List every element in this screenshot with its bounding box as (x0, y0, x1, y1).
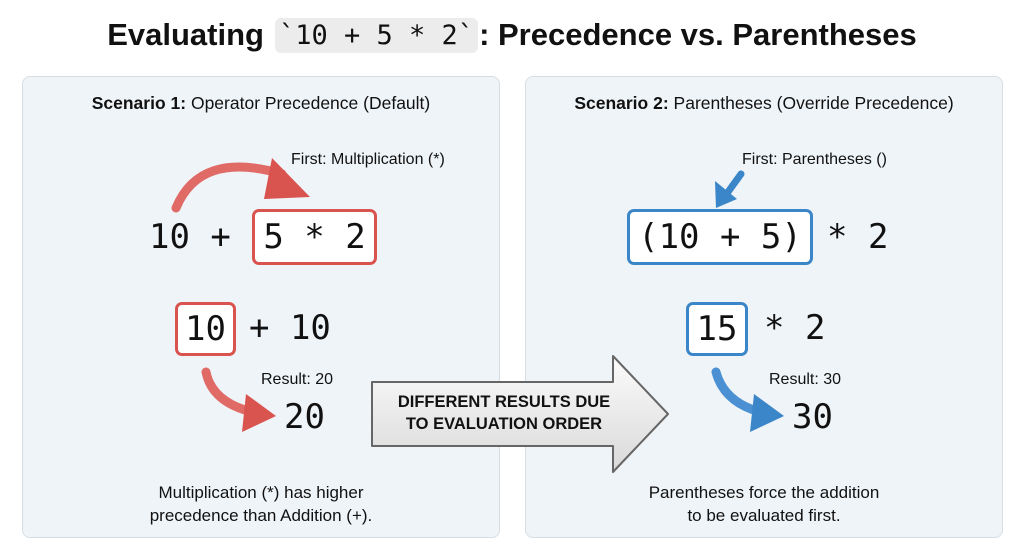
scenario1-description: Multiplication (*) has higher precedence… (23, 481, 499, 527)
scenario1-description-line2: precedence than Addition (+). (149, 506, 373, 525)
central-banner-arrow-icon (371, 355, 669, 473)
scenario2-result-label: Result: 30 (769, 371, 842, 388)
scenario2-description-line1: Parentheses force the addition (648, 483, 880, 502)
scenario2-heading: Scenario 2: Parentheses (Override Preced… (526, 93, 1002, 114)
scenario1-heading-bold: Scenario 1: (91, 93, 187, 113)
scenario1-step-plain: + 10 (249, 308, 331, 348)
scenario2-step-box: 15 (686, 302, 748, 356)
title-prefix: Evaluating (107, 17, 264, 52)
scenario2-step-plain: * 2 (764, 308, 826, 348)
scenario1-expression-plain: 10 + (149, 217, 231, 257)
scenario2-down-arrow-icon (711, 367, 784, 432)
scenario2-pointer-arrow-icon (715, 170, 745, 208)
scenario1-down-arrow-icon (201, 367, 276, 432)
scenario2-heading-bold: Scenario 2: (574, 93, 669, 113)
scenario2-description: Parentheses force the addition to be eva… (526, 481, 1002, 527)
scenario1-first-note: First: Multiplication (*) (291, 151, 445, 168)
scenario1-result-value: 20 (284, 397, 325, 437)
banner-line2: TO EVALUATION ORDER (405, 415, 603, 433)
scenario1-step-boxed: 10 (185, 309, 226, 349)
scenario2-first-note: First: Parentheses () (742, 151, 887, 168)
scenario1-expression-boxed: 5 * 2 (263, 217, 366, 257)
title-suffix: : Precedence vs. Parentheses (479, 17, 917, 52)
scenario1-panel: Scenario 1: Operator Precedence (Default… (22, 76, 500, 538)
scenario1-curve-arrow-icon (171, 158, 310, 213)
title-code: `10 + 5 * 2` (274, 17, 479, 53)
scenario1-heading-rest: Operator Precedence (Default) (186, 93, 431, 113)
scenario2-expression-boxed: (10 + 5) (638, 217, 802, 257)
scenario1-result-label: Result: 20 (261, 371, 334, 388)
page-title: Evaluating `10 + 5 * 2` : Precedence vs.… (0, 12, 1024, 58)
scenario1-step-box: 10 (175, 302, 236, 356)
scenario1-description-line1: Multiplication (*) has higher (158, 483, 364, 502)
scenario2-expression-plain: * 2 (827, 217, 889, 257)
scenario1-heading: Scenario 1: Operator Precedence (Default… (23, 93, 499, 114)
scenario2-panel: Scenario 2: Parentheses (Override Preced… (525, 76, 1003, 538)
scenario2-heading-rest: Parentheses (Override Precedence) (668, 93, 954, 113)
scenario2-result-value: 30 (792, 397, 833, 437)
scenario2-expression-box: (10 + 5) (627, 209, 813, 265)
scenario1-expression-box: 5 * 2 (252, 209, 377, 265)
scenario2-step-boxed: 15 (696, 309, 738, 349)
central-banner-text: DIFFERENT RESULTS DUE TO EVALUATION ORDE… (380, 391, 628, 435)
banner-line1: DIFFERENT RESULTS DUE (397, 393, 611, 411)
scenario2-description-line2: to be evaluated first. (687, 506, 841, 525)
